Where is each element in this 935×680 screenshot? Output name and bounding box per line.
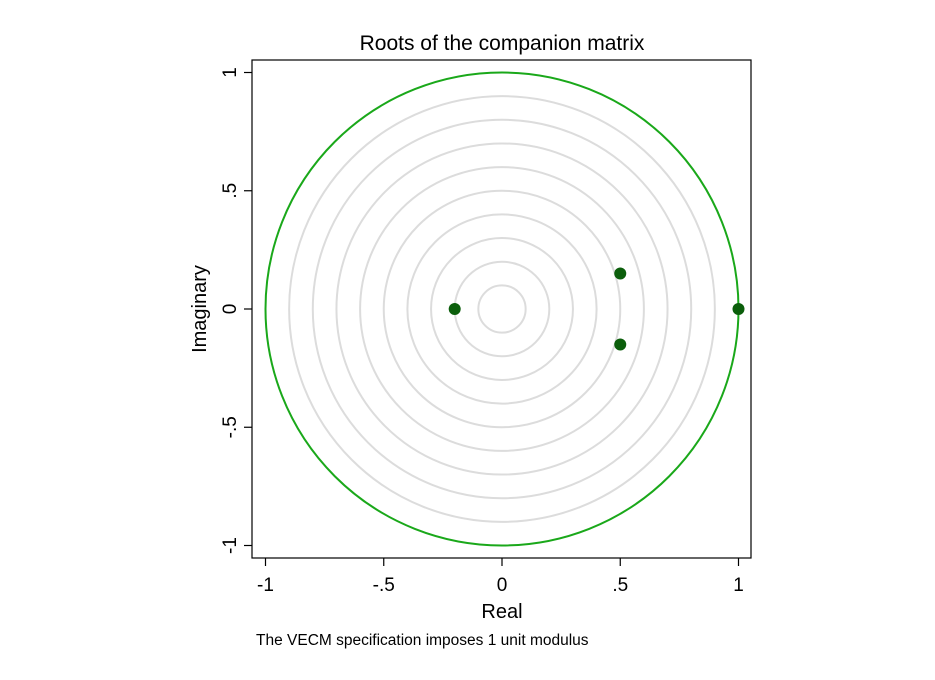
plot-frame — [251, 59, 752, 559]
grid-circles — [288, 95, 716, 523]
x-tick-label-3: .5 — [612, 575, 628, 596]
root-point-3 — [732, 303, 745, 315]
x-axis-label: Real — [481, 601, 522, 623]
grid-circle-3 — [406, 213, 598, 405]
grid-circle-4 — [382, 189, 622, 429]
footnote: The VECM specification imposes 1 unit mo… — [256, 632, 589, 649]
x-tick-label-4: 1 — [733, 575, 744, 596]
x-axis-ticks: -1 -.5 0 .5 1 — [257, 558, 744, 596]
x-tick-label-0: -1 — [257, 575, 274, 596]
root-point-2 — [614, 338, 627, 351]
grid-circle-6 — [335, 142, 669, 476]
chart-title: Roots of the companion matrix — [360, 32, 645, 55]
y-tick-label-4: 1 — [220, 67, 241, 78]
y-tick-label-2: 0 — [220, 304, 241, 315]
grid-circle-2 — [430, 237, 574, 381]
grid-circle-7 — [311, 118, 693, 500]
y-tick-label-0: -1 — [220, 537, 241, 554]
grid-circle-0 — [477, 284, 527, 334]
y-axis-ticks: -1 -.5 0 .5 1 — [220, 67, 252, 554]
x-tick-label-1: -.5 — [373, 575, 395, 596]
grid-circle-8 — [288, 95, 716, 523]
y-tick-label-1: -.5 — [220, 416, 241, 438]
x-tick-label-2: 0 — [497, 575, 508, 596]
root-points — [448, 267, 745, 351]
grid-circle-1 — [453, 260, 551, 358]
root-point-0 — [448, 303, 461, 315]
y-tick-label-3: .5 — [220, 183, 241, 199]
y-axis-label: Imaginary — [189, 265, 211, 353]
root-point-1 — [614, 267, 627, 280]
grid-circle-5 — [359, 166, 645, 452]
